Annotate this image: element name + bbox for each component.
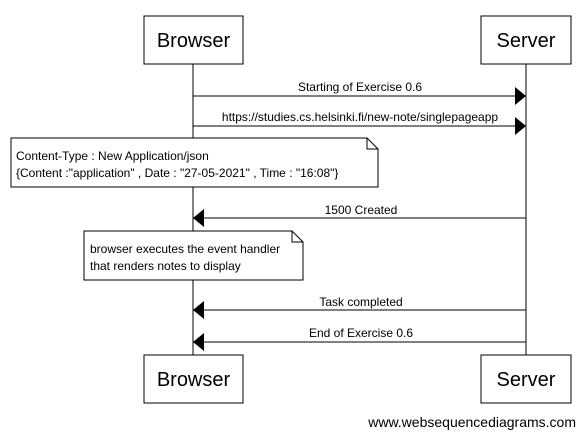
- actor-browser-top: Browser: [143, 15, 244, 65]
- message-starting-exercise: Starting of Exercise 0.6: [193, 80, 526, 105]
- message-task-completed-label: Task completed: [319, 295, 402, 309]
- message-new-note-url-label: https://studies.cs.helsinki.fi/new-note/…: [222, 110, 498, 124]
- arrowhead-icon: [193, 333, 204, 351]
- note-event-handler-line-2: that renders notes to display: [90, 259, 241, 273]
- actor-browser-bottom-label: Browser: [157, 369, 231, 391]
- note-content-type-line-1: Content-Type : New Application/json: [16, 149, 209, 163]
- actor-server-bottom-label: Server: [497, 369, 556, 391]
- actor-browser-bottom: Browser: [143, 354, 244, 404]
- arrowhead-icon: [515, 117, 526, 135]
- arrowhead-icon: [193, 209, 204, 227]
- message-end-exercise: End of Exercise 0.6: [193, 326, 526, 351]
- note-event-handler: browser executes the event handler that …: [83, 230, 304, 281]
- actor-server-top-label: Server: [497, 30, 556, 52]
- message-new-note-url: https://studies.cs.helsinki.fi/new-note/…: [193, 110, 526, 135]
- note-event-handler-line-1: browser executes the event handler: [90, 242, 280, 256]
- actor-server-bottom: Server: [480, 354, 572, 404]
- message-1500-created: 1500 Created: [193, 203, 526, 227]
- message-end-exercise-label: End of Exercise 0.6: [309, 326, 413, 340]
- message-task-completed: Task completed: [193, 295, 526, 319]
- note-content-type: Content-Type : New Application/json {Con…: [10, 137, 379, 188]
- message-1500-created-label: 1500 Created: [325, 203, 398, 217]
- note-content-type-line-2: {Content :"application" , Date : "27-05-…: [16, 166, 338, 180]
- actor-browser-top-label: Browser: [157, 30, 231, 52]
- arrowhead-icon: [515, 87, 526, 105]
- arrowhead-icon: [193, 301, 204, 319]
- message-starting-exercise-label: Starting of Exercise 0.6: [298, 80, 422, 94]
- watermark: www.websequencediagrams.com: [367, 414, 576, 430]
- actor-server-top: Server: [480, 15, 572, 65]
